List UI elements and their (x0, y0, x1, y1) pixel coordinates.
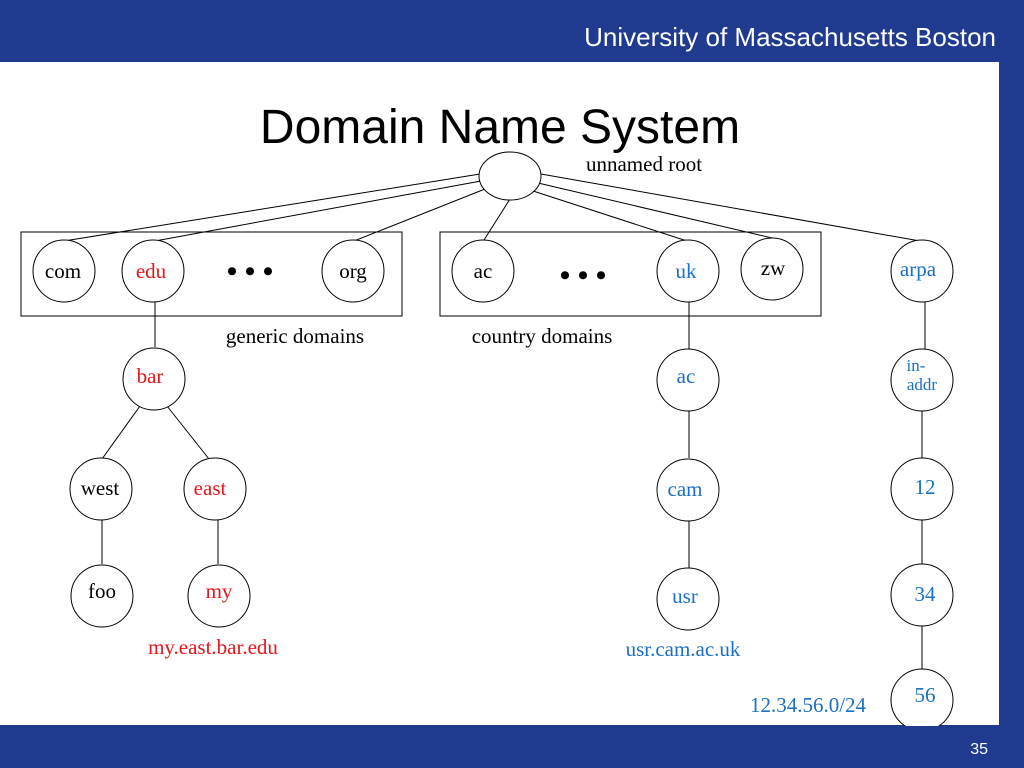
label-usr: usr (672, 584, 698, 608)
header-bar: University of Massachusetts Boston (0, 0, 1024, 62)
node-foo (70, 564, 134, 628)
label-zw: zw (761, 256, 786, 280)
edge-root-arpa (540, 173, 921, 242)
caption-uk-path: usr.cam.ac.uk (626, 637, 741, 661)
root-label: unnamed root (586, 152, 702, 176)
label-uk-ac: ac (677, 364, 696, 388)
edge-bar-east (166, 405, 210, 460)
label-in-addr-line1: in- (907, 356, 926, 375)
footer-bar: 35 (0, 725, 1024, 768)
node-ac (451, 239, 515, 303)
node-east (183, 457, 247, 521)
label-org: org (339, 259, 367, 283)
label-34: 34 (915, 582, 937, 606)
ellipsis-generic: • • • (227, 255, 274, 288)
country-domains-label: country domains (472, 324, 613, 348)
node-com (32, 239, 96, 303)
caption-edu-path: my.east.bar.edu (148, 635, 278, 659)
label-com: com (45, 259, 81, 283)
generic-domains-label: generic domains (226, 324, 364, 348)
label-arpa: arpa (900, 257, 937, 281)
node-zw (740, 237, 804, 301)
generic-domains-box (20, 231, 403, 317)
page-number: 35 (970, 741, 988, 758)
node-my (187, 564, 251, 628)
edge-bar-west (101, 405, 141, 460)
edge-root-edu (154, 180, 482, 242)
label-in-addr-line2: addr (907, 375, 938, 394)
node-34 (890, 563, 954, 627)
node-org (321, 239, 385, 303)
label-56: 56 (915, 683, 936, 707)
node-56 (890, 668, 954, 726)
label-my: my (206, 579, 233, 603)
edge-root-zw (537, 182, 773, 239)
label-east: east (194, 476, 227, 500)
node-cam (656, 458, 720, 522)
root-node (478, 151, 542, 201)
slide-title: Domain Name System (259, 101, 741, 154)
node-arpa (890, 239, 954, 303)
edge-root-com (63, 173, 481, 242)
label-foo: foo (88, 579, 116, 603)
organization-name: University of Massachusetts Boston (584, 22, 996, 52)
label-cam: cam (668, 477, 703, 501)
right-border-strip (999, 62, 1024, 726)
node-west (69, 457, 133, 521)
label-12: 12 (915, 475, 936, 499)
node-uk (656, 239, 720, 303)
edge-root-ac (483, 198, 511, 241)
node-uk-ac (656, 348, 720, 412)
dns-tree-diagram: unnamed root com edu • • • org ac • • • … (20, 151, 954, 726)
label-ac: ac (474, 259, 493, 283)
label-bar: bar (137, 364, 164, 388)
edge-root-org (353, 188, 486, 242)
label-uk: uk (676, 259, 698, 283)
ellipsis-country: • • • (560, 259, 607, 292)
country-domains-box (439, 231, 822, 317)
node-12 (890, 457, 954, 521)
node-usr (656, 567, 720, 631)
label-edu: edu (136, 259, 167, 283)
node-bar (122, 347, 186, 411)
node-edu (121, 239, 185, 303)
node-in-addr (890, 348, 954, 412)
edge-root-uk (529, 189, 688, 242)
label-west: west (81, 476, 120, 500)
caption-arpa-path: 12.34.56.0/24 (750, 693, 867, 717)
